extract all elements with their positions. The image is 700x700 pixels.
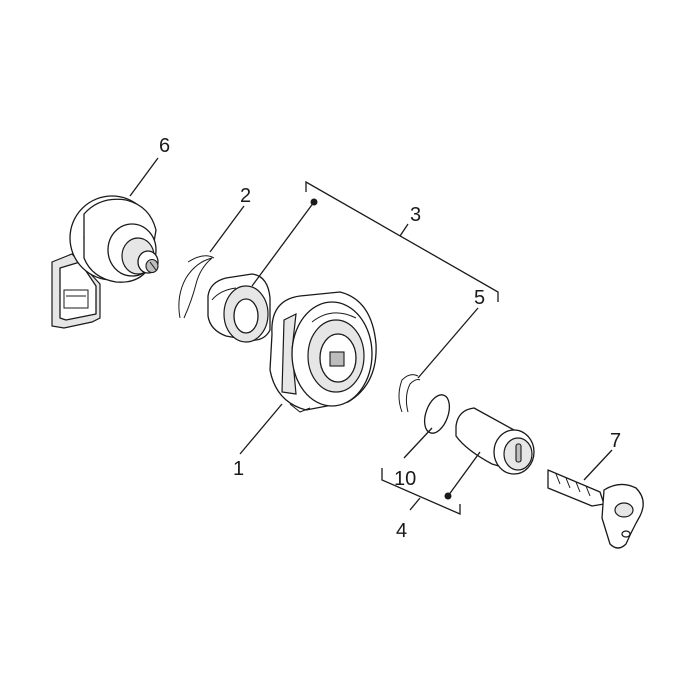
callout-4: 4: [396, 520, 407, 542]
lock-cylinder: [455, 407, 535, 475]
callout-3: 3: [410, 204, 421, 226]
callout-6: 6: [159, 135, 170, 157]
bushing-sleeve: [207, 273, 271, 343]
part-1-lock-housing: [269, 291, 377, 413]
callout-2: 2: [240, 185, 251, 207]
callout-10: 10: [394, 468, 416, 490]
callout-1: 1: [233, 458, 244, 480]
part-10-o-ring: [423, 394, 451, 434]
callout-5: 5: [474, 287, 485, 309]
part-7-key: [547, 469, 644, 549]
part-6-ignition-switch: [51, 195, 159, 329]
bracket-group-3: [305, 180, 499, 302]
bracket-group-4: [381, 468, 461, 515]
leader-lines: [129, 157, 613, 500]
part-2-spring-clip: [178, 255, 215, 319]
callout-7: 7: [610, 430, 621, 452]
part-5-retaining-clip: [398, 374, 421, 413]
